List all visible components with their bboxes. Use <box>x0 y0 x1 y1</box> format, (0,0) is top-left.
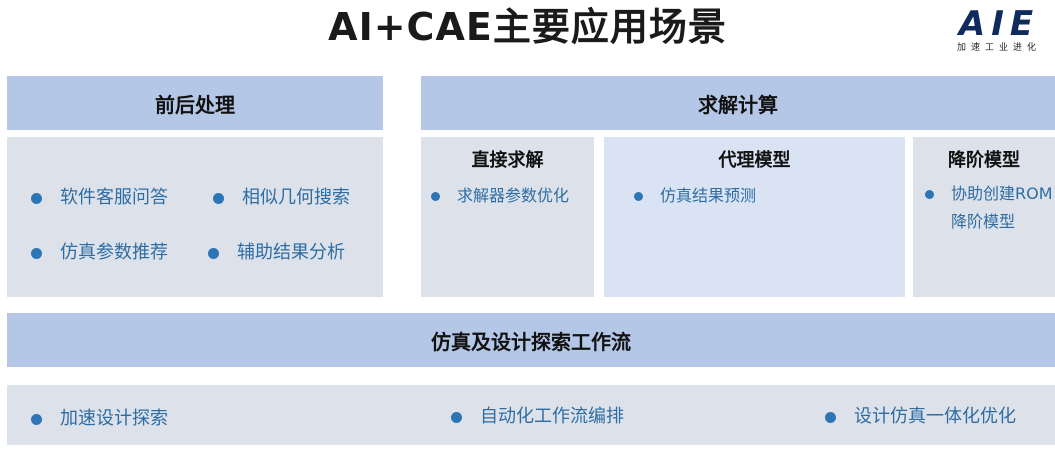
bullet-icon <box>31 193 42 204</box>
surrogate-title: 代理模型 <box>718 150 791 171</box>
bullet-icon <box>213 193 224 204</box>
item-label: 设计仿真一体化优化 <box>854 406 1016 427</box>
bullet-icon <box>31 414 42 425</box>
list-item: 仿真结果预测 <box>634 182 756 210</box>
item-label: 自动化工作流编排 <box>480 406 624 427</box>
item-label: 仿真结果预测 <box>660 186 757 205</box>
logo-tagline: 加速工业进化 <box>956 43 1041 53</box>
list-item: 仿真参数推荐 <box>31 238 168 268</box>
bullet-icon <box>208 248 219 259</box>
bullet-icon <box>925 190 934 199</box>
bullet-icon <box>31 248 42 259</box>
bullet-icon <box>451 412 462 423</box>
rom-panel: 降阶模型 协助创建ROM降阶模型 <box>913 137 1055 297</box>
logo-text: AIE <box>958 4 1040 44</box>
direct-solve-panel: 直接求解 求解器参数优化 <box>421 137 594 297</box>
bullet-icon <box>431 192 440 201</box>
item-label: 仿真参数推荐 <box>60 242 168 263</box>
list-item: 自动化工作流编排 <box>451 402 624 432</box>
list-item: 相似几何搜索 <box>213 183 350 213</box>
item-label: 协助创建ROM降阶模型 <box>951 184 1053 231</box>
item-label: 加速设计探索 <box>60 408 168 429</box>
bullet-icon <box>825 412 836 423</box>
workflow-header: 仿真及设计探索工作流 <box>7 313 1055 367</box>
page-title: AI+CAE主要应用场景 <box>328 5 727 49</box>
aie-logo: AIE 加速工业进化 <box>949 6 1049 56</box>
item-label: 辅助结果分析 <box>237 242 345 263</box>
direct-solve-title: 直接求解 <box>471 150 544 171</box>
item-label: 软件客服问答 <box>60 187 168 208</box>
list-item: 协助创建ROM降阶模型 <box>925 180 1055 236</box>
list-item: 软件客服问答 <box>31 183 168 213</box>
workflow-panel: 加速设计探索 自动化工作流编排 设计仿真一体化优化 <box>7 385 1055 445</box>
surrogate-panel: 代理模型 仿真结果预测 <box>604 137 905 297</box>
list-item: 设计仿真一体化优化 <box>825 402 1016 432</box>
rom-title: 降阶模型 <box>948 150 1020 171</box>
preprocess-header: 前后处理 <box>7 76 383 130</box>
item-label: 求解器参数优化 <box>457 186 570 205</box>
item-label: 相似几何搜索 <box>242 187 350 208</box>
list-item: 求解器参数优化 <box>431 182 569 210</box>
bullet-icon <box>634 192 643 201</box>
list-item: 加速设计探索 <box>31 404 168 434</box>
list-item: 辅助结果分析 <box>208 238 345 268</box>
solve-header: 求解计算 <box>421 76 1055 130</box>
preprocess-panel: 软件客服问答 相似几何搜索 仿真参数推荐 辅助结果分析 <box>7 137 383 297</box>
